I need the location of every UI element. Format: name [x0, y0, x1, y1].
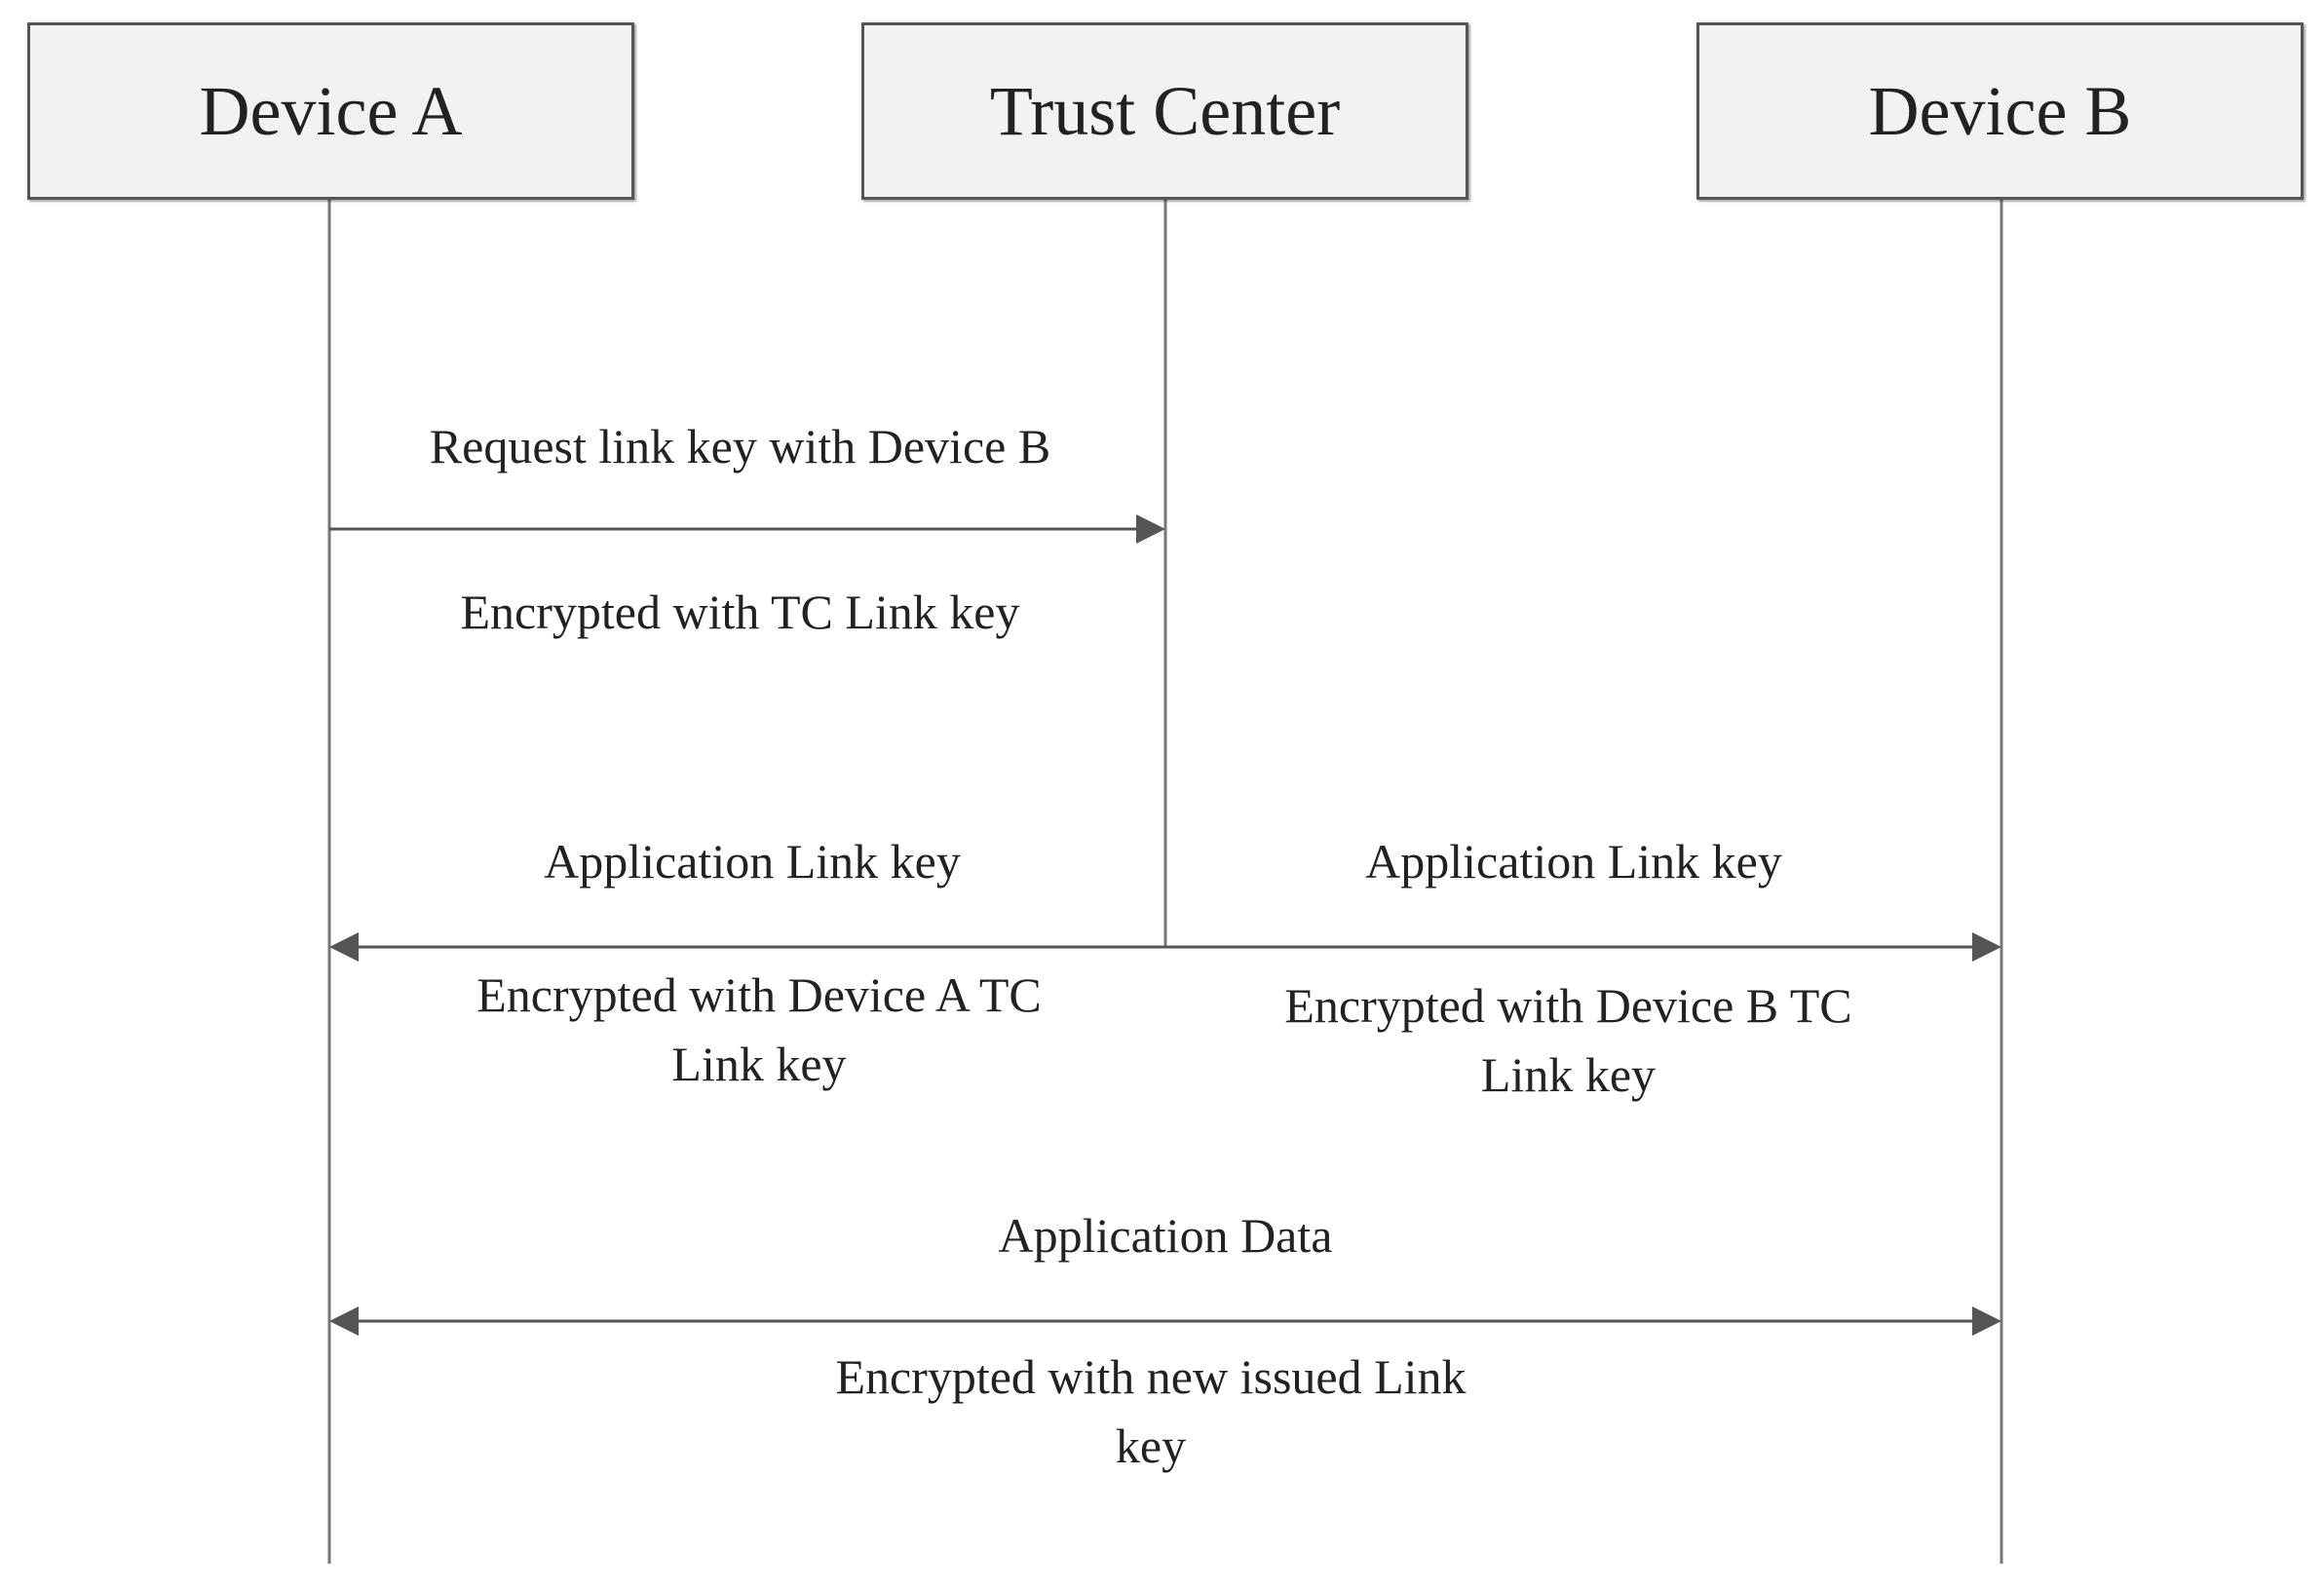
app-data-label-below-1: Encrypted with new issued Link: [835, 1349, 1467, 1404]
key-to-b-arrowhead: [1972, 932, 2001, 962]
request-arrowhead: [1136, 514, 1165, 544]
key-to-a-label-below-1: Encrypted with Device A TC: [476, 967, 1042, 1022]
participant-device-b: Device B: [1696, 22, 2304, 200]
key-to-b-label-below-2: Link key: [1480, 1047, 1657, 1102]
app-data-arrowhead-right: [1972, 1306, 2001, 1336]
app-data-arrowhead-left: [329, 1306, 359, 1336]
participant-device-b-label: Device B: [1868, 71, 2132, 150]
request-label-below: Encrypted with TC Link key: [460, 585, 1020, 639]
app-data-label-below-2: key: [1115, 1419, 1187, 1473]
participant-device-a-label: Device A: [199, 71, 463, 150]
participant-device-a: Device A: [27, 22, 634, 200]
participant-trust-center-label: Trust Center: [989, 71, 1341, 150]
participant-trust-center: Trust Center: [861, 22, 1468, 200]
app-data-label-above: Application Data: [998, 1208, 1333, 1263]
key-to-b-label-below-1: Encrypted with Device B TC: [1284, 978, 1852, 1033]
key-to-a-label-below-2: Link key: [671, 1037, 847, 1091]
key-to-b-label-above: Application Link key: [1365, 834, 1782, 889]
key-to-a-label-above: Application Link key: [544, 834, 961, 889]
key-to-a-arrowhead: [329, 932, 359, 962]
request-label-above: Request link key with Device B: [429, 419, 1051, 473]
